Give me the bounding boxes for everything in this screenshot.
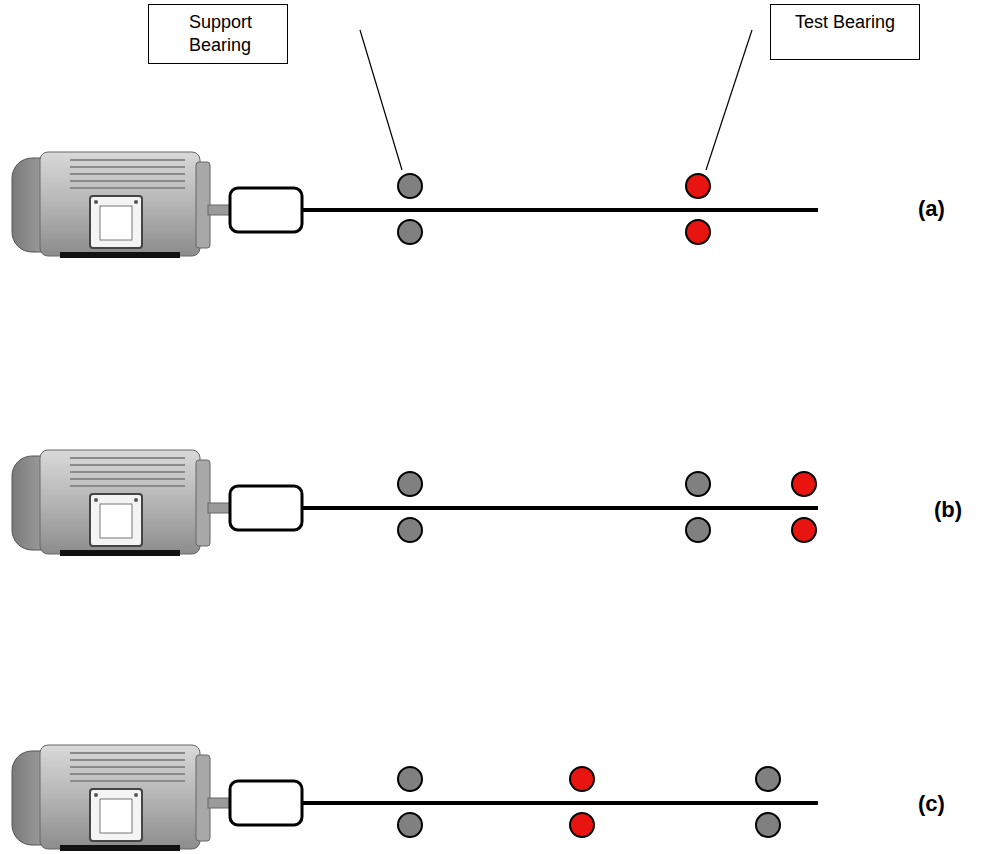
shaft bbox=[302, 208, 818, 212]
coupling bbox=[230, 188, 302, 232]
leader-line bbox=[706, 30, 752, 170]
shaft bbox=[302, 801, 818, 805]
bearings bbox=[398, 767, 780, 837]
callout-text: Test Bearing bbox=[781, 11, 909, 34]
panel-label: (b) bbox=[934, 497, 962, 523]
callout-box: Test Bearing bbox=[770, 4, 920, 60]
coupling bbox=[230, 486, 302, 530]
callout-text: Support Bearing bbox=[189, 11, 277, 57]
bearings bbox=[398, 472, 816, 542]
shaft bbox=[302, 506, 818, 510]
panel-label: (c) bbox=[918, 791, 945, 817]
motor bbox=[12, 745, 230, 851]
leader-line bbox=[360, 30, 402, 170]
bearings bbox=[398, 174, 710, 244]
callout-box: Support Bearing bbox=[148, 4, 288, 64]
coupling bbox=[230, 781, 302, 825]
motor bbox=[12, 152, 230, 258]
motor bbox=[12, 450, 230, 556]
panel-label: (a) bbox=[918, 196, 945, 222]
